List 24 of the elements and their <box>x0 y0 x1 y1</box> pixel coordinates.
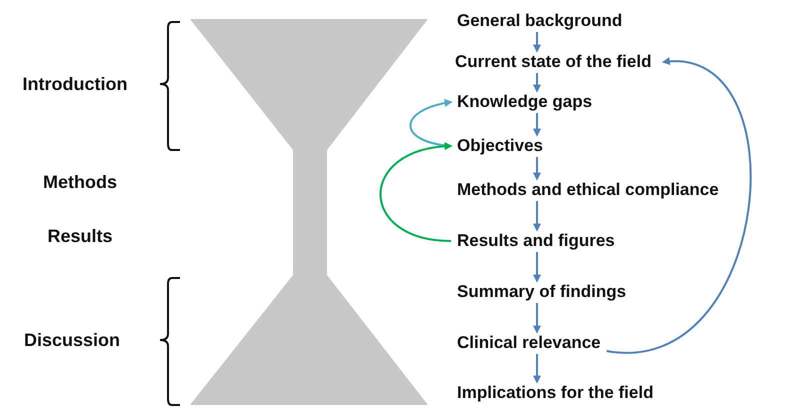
arrow <box>533 303 541 334</box>
step-label: General background <box>457 11 622 31</box>
arrow <box>533 157 541 181</box>
step-label: Objectives <box>457 136 543 156</box>
step-label: Implications for the field <box>457 383 654 403</box>
arrow <box>533 201 541 232</box>
arrow <box>533 113 541 137</box>
section-label: Results <box>47 225 113 247</box>
arrow <box>606 58 752 352</box>
step-label: Summary of findings <box>457 282 626 302</box>
arrow <box>533 73 541 93</box>
step-label: Clinical relevance <box>457 333 601 353</box>
step-label: Current state of the field <box>455 52 652 72</box>
section-label: Methods <box>43 171 117 193</box>
section-label: Discussion <box>24 329 120 351</box>
step-label: Results and figures <box>457 231 615 251</box>
arrow <box>380 142 453 242</box>
section-label: Introduction <box>22 73 128 95</box>
step-label: Methods and ethical compliance <box>457 180 719 200</box>
arrow <box>533 32 541 53</box>
arrow <box>533 354 541 384</box>
arrow <box>533 252 541 283</box>
arrow <box>410 99 453 147</box>
step-label: Knowledge gaps <box>457 92 592 112</box>
